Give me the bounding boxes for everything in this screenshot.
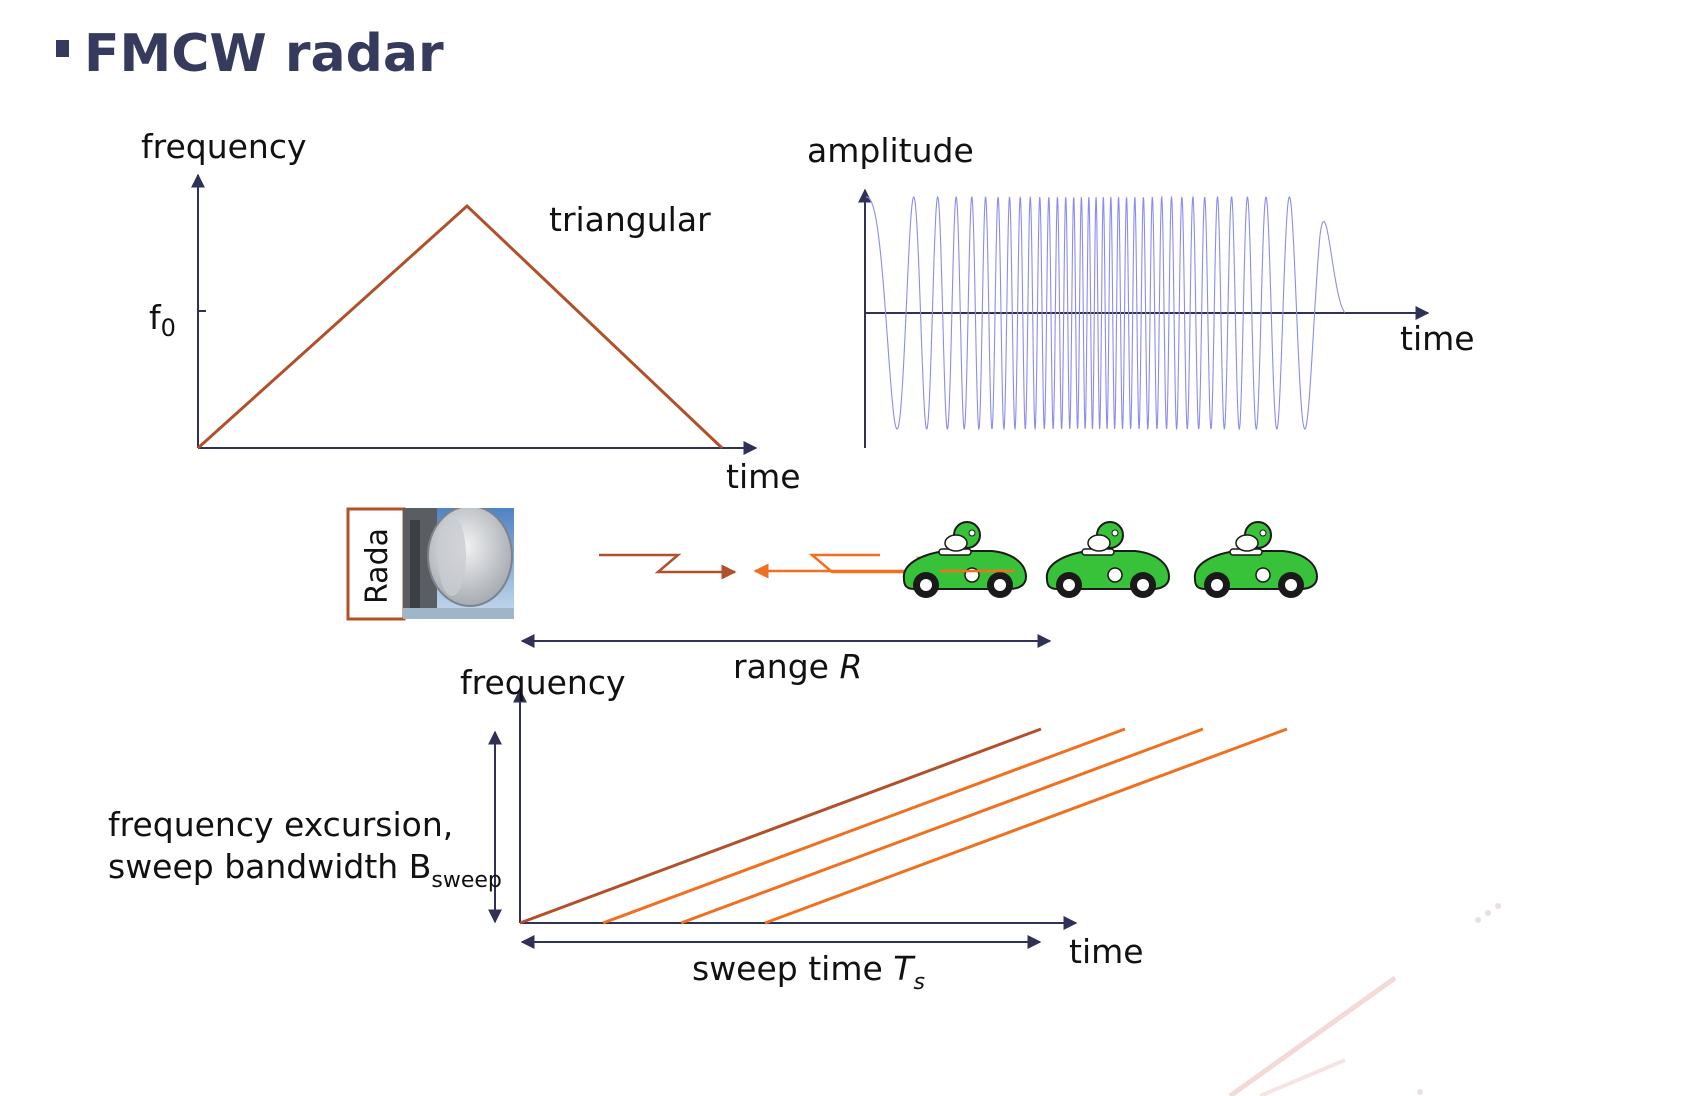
f0-label: f0 — [149, 298, 176, 342]
sweep-time-label: sweep time Ts — [692, 949, 925, 995]
transmitted-signal — [599, 553, 737, 580]
race-car-icon — [1045, 521, 1171, 598]
echo-chirp-2 — [680, 727, 1204, 925]
radar-unit: Rada — [346, 507, 514, 621]
race-car-icon — [1193, 521, 1319, 598]
title-bullet — [56, 40, 69, 57]
race-car-icon — [902, 521, 1028, 598]
y-axis-label: frequency — [460, 663, 626, 702]
waveform-label: triangular — [549, 200, 711, 239]
triangular-plot: frequency time f0 triangular — [141, 127, 801, 496]
range-label: range R — [733, 647, 862, 686]
chirp-plot: amplitude time — [807, 131, 1475, 448]
radar-dish-icon — [403, 508, 514, 619]
x-axis-label: time — [1069, 932, 1144, 971]
triangular-waveform — [196, 203, 724, 450]
x-axis-label: time — [726, 457, 801, 496]
radar-label: Rada — [360, 528, 395, 604]
chirp-waveform — [866, 195, 1346, 431]
echo-chirp-3 — [764, 727, 1288, 925]
y-axis-label: amplitude — [807, 131, 974, 170]
page-title: FMCW radar — [84, 24, 444, 84]
radar-label-box — [346, 507, 406, 621]
x-axis-label: time — [1400, 319, 1475, 358]
echo-chirp-1 — [602, 727, 1126, 925]
decoration — [1228, 903, 1501, 1096]
excursion-label-line2: sweep bandwidth Bsweep — [108, 847, 502, 893]
y-axis-label: frequency — [141, 127, 307, 166]
excursion-label-line1: frequency excursion, — [108, 805, 453, 844]
transmit-chirp — [519, 727, 1042, 925]
sweep-plot: frequency time frequency excursion, swee… — [108, 663, 1288, 995]
